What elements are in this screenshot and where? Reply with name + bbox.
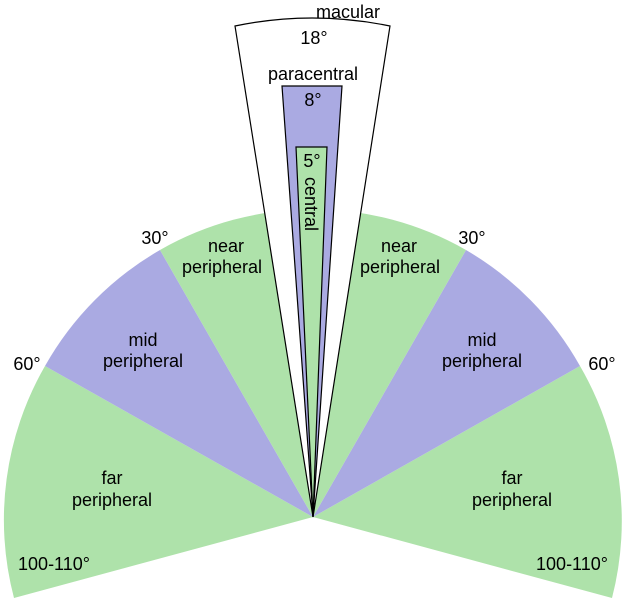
mid-peripheral-left-sector [45, 250, 313, 517]
mid-peripheral-right-sector [313, 250, 580, 517]
right-far-degree-label: 100-110° [536, 554, 608, 574]
right-30-degree-label: 30° [458, 228, 485, 248]
near-left-label-line2: peripheral [182, 257, 262, 277]
far-left-label-line1: far [101, 468, 122, 488]
near-left-label-line1: near [208, 236, 244, 256]
far-left-label-line2: peripheral [72, 490, 152, 510]
central-label: central [301, 177, 321, 231]
near-right-label-line2: peripheral [360, 257, 440, 277]
near-right-label-line1: near [381, 236, 417, 256]
central-sector [295, 146, 328, 518]
macular-angle-label: 18° [300, 28, 327, 48]
far-peripheral-left-sector [3, 366, 314, 598]
far-right-label-line2: peripheral [472, 490, 552, 510]
mid-right-label-line1: mid [467, 330, 496, 350]
paracentral-label: paracentral [268, 64, 358, 84]
far-right-label-line1: far [501, 468, 522, 488]
left-far-degree-label: 100-110° [18, 554, 90, 574]
central-angle-label: 5° [303, 151, 320, 171]
paracentral-angle-label: 8° [304, 90, 321, 110]
left-30-degree-label: 30° [141, 228, 168, 248]
macular-label: macular [316, 2, 380, 22]
right-60-degree-label: 60° [588, 354, 615, 374]
mid-right-label-line2: peripheral [442, 351, 522, 371]
mid-left-label-line2: peripheral [103, 351, 183, 371]
far-peripheral-right-sector [313, 366, 622, 598]
mid-left-label-line1: mid [128, 330, 157, 350]
left-60-degree-label: 60° [13, 354, 40, 374]
